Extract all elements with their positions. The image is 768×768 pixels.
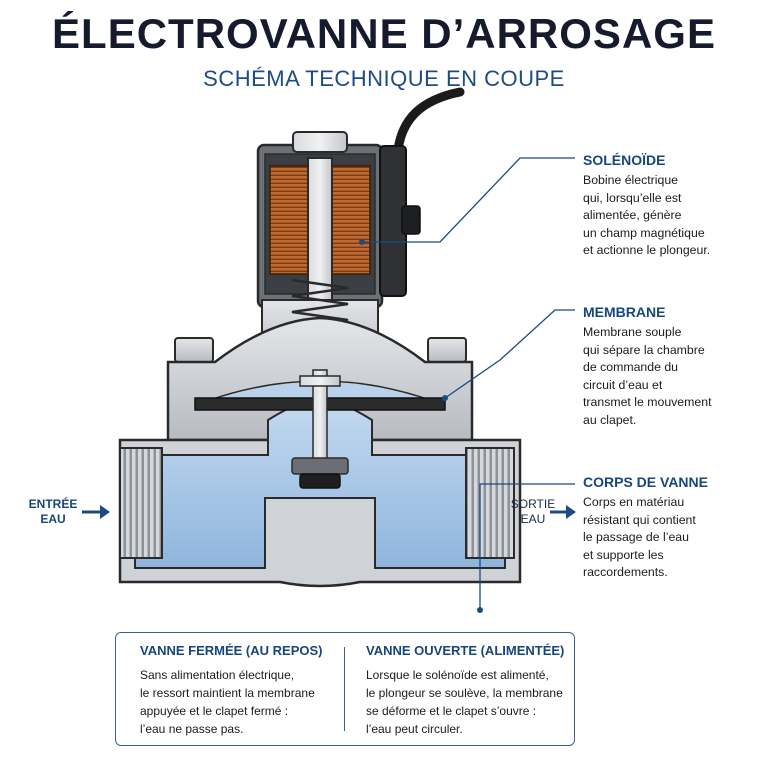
connector-block	[379, 145, 421, 297]
callout-valve-body: CORPS DE VANNE Corps en matériau résista…	[583, 474, 758, 582]
state-text: Sans alimentation électrique, le ressort…	[140, 668, 315, 736]
state-divider	[344, 647, 345, 731]
callout-solenoid: SOLÉNOÏDE Bobine électrique qui, lorsqu’…	[583, 152, 758, 260]
state-heading: VANNE OUVERTE (ALIMENTÉE)	[366, 643, 565, 658]
outlet-label: SORTIE EAU	[510, 497, 556, 526]
membrane-leader-dot	[442, 395, 448, 401]
inlet-thread	[119, 447, 163, 559]
callout-heading: MEMBRANE	[583, 304, 666, 320]
inlet-label: ENTRÉE EAU	[28, 497, 78, 526]
callout-heading: SOLÉNOÏDE	[583, 152, 666, 168]
callout-text: Bobine électrique qui, lorsqu’elle est a…	[583, 173, 711, 257]
page-subtitle: SCHÉMA TECHNIQUE EN COUPE	[203, 66, 565, 91]
state-closed: VANNE FERMÉE (AU REPOS) Sans alimentatio…	[140, 643, 345, 738]
body-leader-dot	[477, 607, 483, 613]
valve-states-box: VANNE FERMÉE (AU REPOS) Sans alimentatio…	[115, 632, 575, 746]
state-text: Lorsque le solénoïde est alimenté, le pl…	[366, 668, 563, 736]
outlet-thread	[465, 447, 515, 559]
state-open: VANNE OUVERTE (ALIMENTÉE) Lorsque le sol…	[366, 643, 571, 738]
valve-plug	[291, 457, 349, 489]
power-cable	[393, 87, 465, 155]
callout-membrane: MEMBRANE Membrane souple qui sépare la c…	[583, 304, 758, 429]
callout-text: Corps en matériau résistant qui contient…	[583, 495, 696, 579]
solenoid-leader-dot	[359, 239, 365, 245]
state-heading: VANNE FERMÉE (AU REPOS)	[140, 643, 323, 658]
callout-text: Membrane souple qui sépare la chambre de…	[583, 325, 712, 427]
coil-right	[331, 165, 371, 275]
coil-left	[269, 165, 309, 275]
callout-heading: CORPS DE VANNE	[583, 474, 708, 490]
page-title: ÉLECTROVANNE D’ARROSAGE	[52, 10, 716, 57]
